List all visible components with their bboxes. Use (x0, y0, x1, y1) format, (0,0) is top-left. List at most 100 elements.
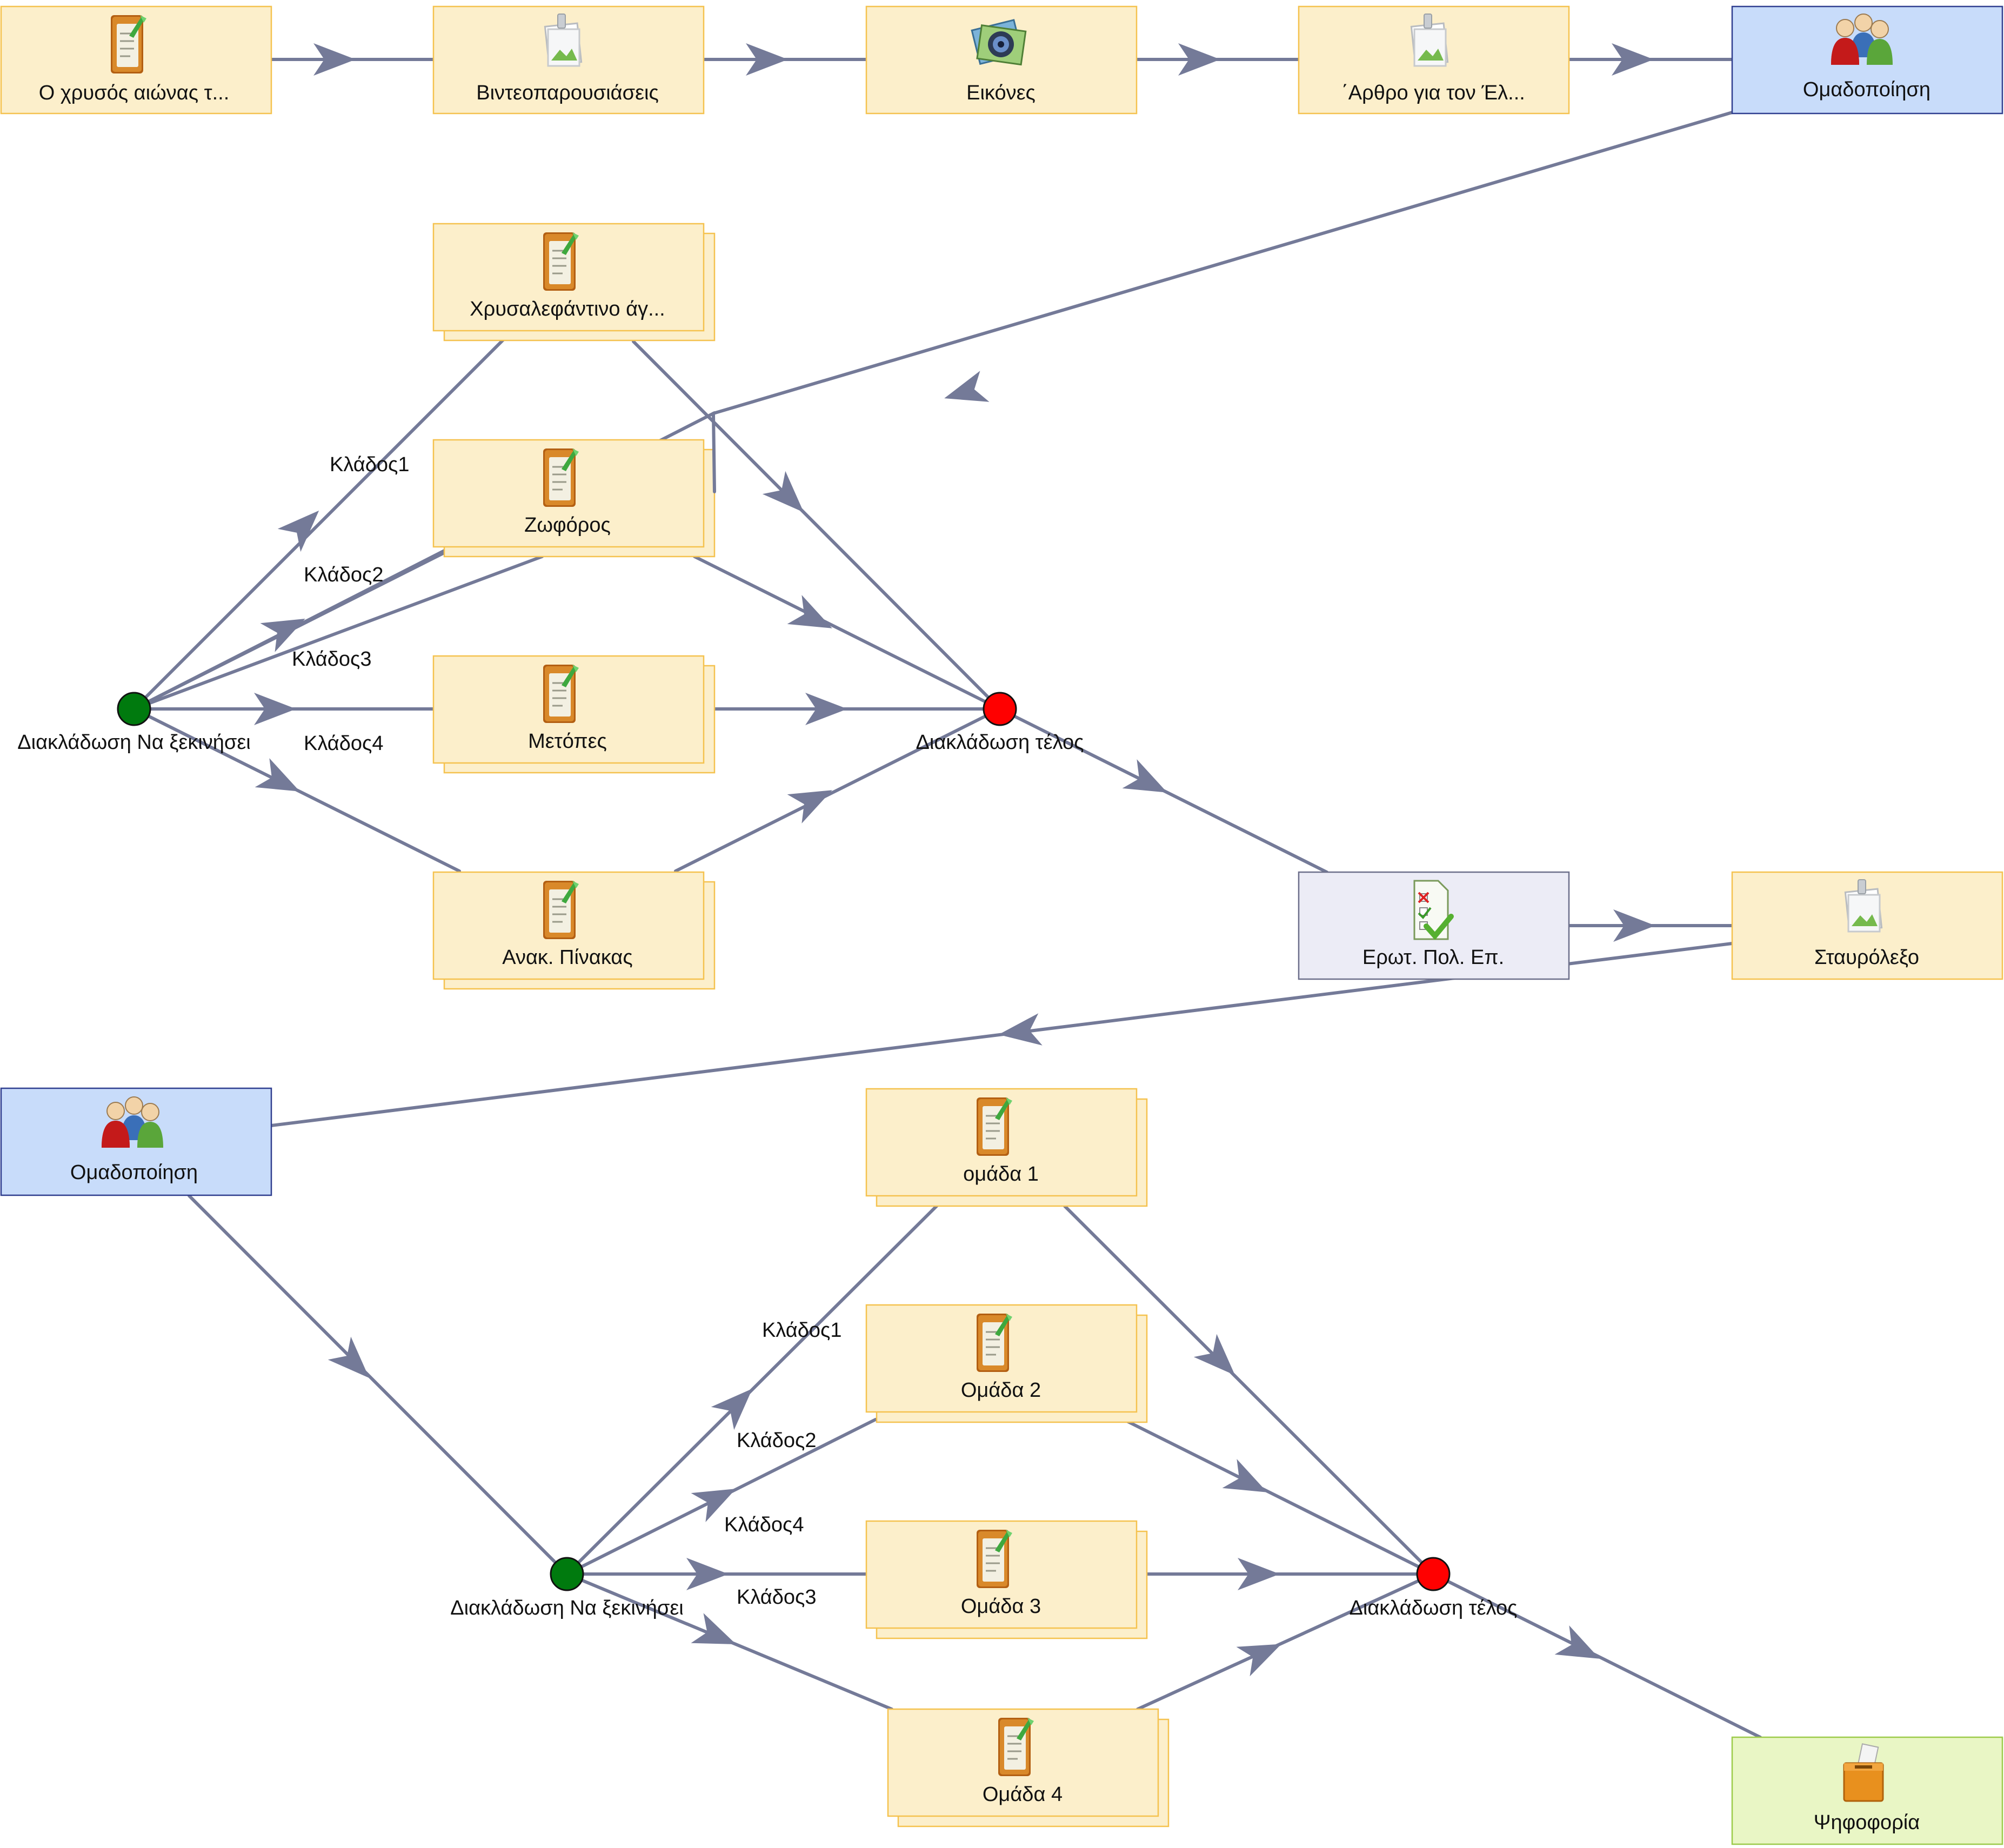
activity-label: Ομάδα 3 (961, 1595, 1041, 1618)
arrowhead (805, 693, 847, 725)
activity-metopes[interactable]: Μετόπες (432, 655, 716, 774)
activity-label: ΄Αρθρο για τον Έλ... (1341, 82, 1525, 104)
branch-label: Κλάδος2 (737, 1429, 816, 1452)
edge-start1-to-chryselephantine (132, 336, 507, 711)
notebook-icon (976, 1096, 1013, 1157)
arrowhead (1238, 1558, 1280, 1590)
activity-images[interactable]: Εικόνες (865, 5, 1138, 115)
arrowhead (762, 471, 804, 513)
gate-start-circle (117, 692, 151, 726)
activity-group1[interactable]: ομάδα 1 (865, 1088, 1148, 1207)
notebook-icon (542, 880, 580, 940)
activity-label: Εικόνες (966, 82, 1036, 104)
activity-crossword[interactable]: Σταυρόλεξο (1731, 871, 2003, 980)
arrowhead (691, 1489, 736, 1522)
gate-branch-end-1[interactable]: Διακλάδωση τέλος (916, 692, 1084, 754)
arrowhead (1554, 1625, 1600, 1659)
gate-end-circle (1416, 1557, 1451, 1591)
gate-label: Διακλάδωση Να ξεκινήσει (17, 731, 251, 754)
arrowhead (328, 1336, 370, 1378)
notebook-icon (542, 231, 580, 292)
activity-label: Μετόπες (528, 730, 607, 753)
gate-branch-end-2[interactable]: Διακλάδωση τέλος (1350, 1557, 1518, 1619)
arrowhead (1122, 759, 1167, 793)
edge-start1-to-frieze-b (132, 555, 544, 711)
arrowhead (1236, 1644, 1281, 1677)
arrowhead (691, 1613, 737, 1644)
activity-group3[interactable]: Ομάδα 3 (865, 1520, 1148, 1639)
branch-label: Κλάδος1 (762, 1319, 841, 1342)
branch-label: Κλάδος2 (304, 564, 383, 586)
edge-start2-to-group1 (565, 1203, 939, 1576)
grouping-top[interactable]: Ομαδοποίηση (1731, 5, 2003, 115)
arrowhead (1222, 1459, 1267, 1492)
activity-label: ομάδα 1 (963, 1163, 1039, 1186)
activity-label: Ομάδα 4 (983, 1783, 1063, 1806)
activity-label: Ερωτ. Πολ. Επ. (1362, 946, 1504, 969)
arrowhead (1193, 1334, 1235, 1376)
gate-end-circle (983, 692, 1017, 726)
gate-branch-start-2[interactable]: Διακλάδωση Να ξεκινήσει (450, 1557, 684, 1619)
edge-group2-to-end2 (1125, 1420, 1435, 1576)
notebook-icon (542, 447, 580, 508)
edge-group1-to-end2 (1063, 1204, 1435, 1576)
branch-label: Κλάδος4 (724, 1514, 804, 1536)
activity-label: Χρυσαλεφάντινο άγ... (470, 298, 665, 320)
arrowheads (254, 43, 1655, 1677)
notebook-icon (110, 14, 148, 75)
arrowhead (313, 43, 356, 76)
activity-vote[interactable]: Ψηφοφορία (1731, 1736, 2003, 1845)
notebook-icon (976, 1313, 1013, 1373)
notebook-icon (542, 664, 580, 724)
branch-label: Κλάδος3 (737, 1586, 816, 1609)
grouping-label: Ομαδοποίηση (70, 1161, 198, 1184)
gate-start-circle (550, 1557, 584, 1591)
branch-label: Κλάδος1 (330, 453, 409, 476)
edge-chryselephantine-to-end1 (632, 340, 1001, 711)
arrowhead (787, 790, 832, 823)
arrowhead (787, 595, 832, 628)
activity-label: Ο χρυσός αιώνας τ... (39, 82, 230, 104)
edge-group4-to-end2 (1136, 1572, 1435, 1711)
branch-label: Κλάδος4 (304, 732, 383, 755)
branch-label: Κλάδος3 (292, 648, 371, 671)
edge-grouping-crossing (712, 412, 716, 493)
gate-branch-start-1[interactable]: Διακλάδωση Να ξεκινήσει (17, 692, 251, 754)
arrowhead (686, 1558, 729, 1590)
activity-label: Σταυρόλεξο (1814, 946, 1919, 969)
activity-video-presentations[interactable]: Βιντεοπαρουσιάσεις (432, 5, 705, 115)
activity-group2[interactable]: Ομάδα 2 (865, 1304, 1148, 1423)
arrowhead (998, 1013, 1043, 1046)
edge-notice-to-end1 (674, 707, 1001, 873)
activity-group4[interactable]: Ομάδα 4 (887, 1708, 1170, 1827)
activity-label: Ανακ. Πίνακας (502, 946, 632, 969)
arrowhead (255, 758, 300, 792)
activity-article[interactable]: ΄Αρθρο για τον Έλ... (1298, 5, 1570, 115)
notebook-icon (997, 1717, 1035, 1777)
edge-frieze-to-end1 (693, 555, 1001, 711)
edge-end2-to-vote (1432, 1572, 1762, 1739)
arrowhead (254, 693, 296, 725)
grouping-label: Ομαδοποίηση (1803, 78, 1930, 101)
arrowhead (260, 618, 305, 652)
arrowhead (711, 1388, 753, 1430)
gate-label: Διακλάδωση τέλος (1350, 1597, 1518, 1619)
activity-frieze[interactable]: Ζωφόρος (432, 439, 716, 558)
arrowhead (944, 371, 990, 402)
activity-label: Βιντεοπαρουσιάσεις (476, 82, 659, 104)
arrowhead (1613, 909, 1655, 942)
gate-label: Διακλάδωση Να ξεκινήσει (450, 1597, 684, 1619)
gate-label: Διακλάδωση τέλος (916, 731, 1084, 754)
notebook-icon (976, 1529, 1013, 1589)
activity-chryselephantine[interactable]: Χρυσαλεφάντινο άγ... (432, 223, 716, 342)
arrowhead (1612, 43, 1654, 76)
activity-notice-board[interactable]: Ανακ. Πίνακας (432, 871, 716, 990)
activity-golden-age[interactable]: Ο χρυσός αιώνας τ... (0, 5, 272, 115)
arrowhead (746, 43, 788, 76)
activity-label: Ομάδα 2 (961, 1379, 1041, 1402)
grouping-bottom[interactable]: Ομαδοποίηση (0, 1087, 272, 1196)
edge-grouping-to-start2 (188, 1194, 569, 1576)
arrowhead (277, 510, 319, 552)
activity-quiz[interactable]: Ερωτ. Πολ. Επ. (1298, 871, 1570, 980)
